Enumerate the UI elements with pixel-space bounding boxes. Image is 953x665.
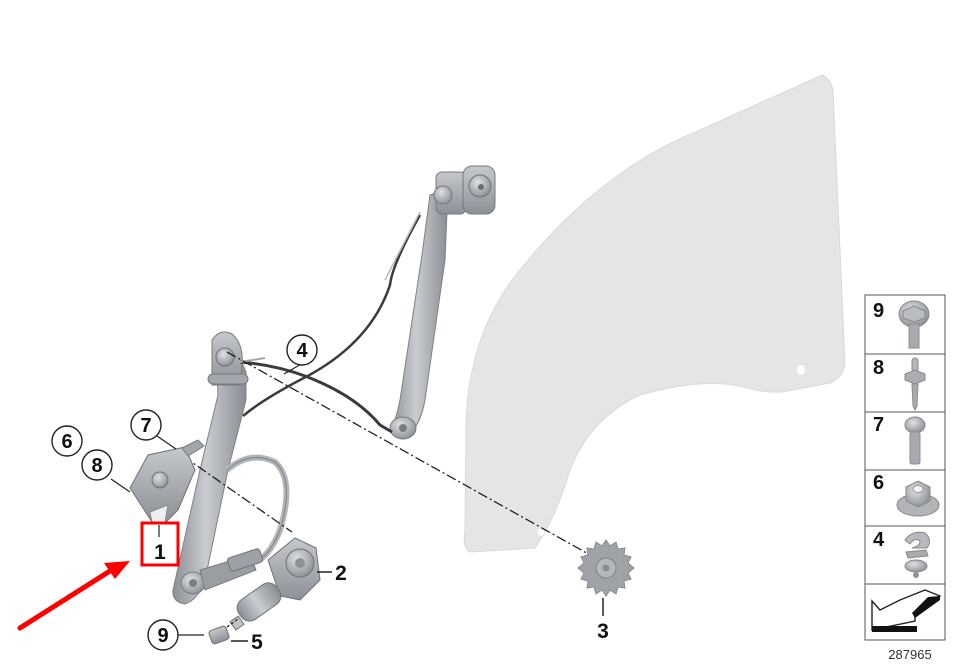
hex-bolt-icon — [898, 300, 930, 349]
clip-icon — [904, 531, 931, 578]
legend-item-8-label: 8 — [873, 357, 884, 379]
front-direction-arrow-icon[interactable] — [871, 589, 942, 632]
motor-axis-line — [182, 455, 293, 533]
legend-item-9-label: 9 — [873, 300, 884, 322]
callout-2[interactable]: 2 — [335, 562, 347, 585]
legend-item-4[interactable]: 4 — [873, 529, 931, 578]
callout-6-label: 6 — [61, 431, 72, 453]
callout-4-label: 4 — [296, 340, 308, 362]
legend-item-7[interactable]: 7 — [873, 414, 926, 465]
glass-hole — [797, 365, 805, 375]
callout-3[interactable]: 3 — [597, 620, 609, 643]
stud-bolt-icon — [904, 357, 926, 412]
assembly-axis-line — [226, 351, 593, 557]
legend-item-4-label: 4 — [873, 529, 885, 551]
cable-b — [239, 360, 393, 434]
legend-item-7-label: 7 — [873, 414, 884, 436]
connector — [208, 625, 230, 645]
red-arrow-icon — [17, 561, 130, 631]
highlight-box — [140, 521, 180, 567]
diagram-id: 287965 — [888, 647, 931, 662]
callout-9[interactable]: 9 — [147, 619, 179, 651]
legend-panel: 9 8 7 6 — [864, 294, 946, 641]
legend-item-8[interactable]: 8 — [873, 357, 926, 412]
callout-6[interactable]: 6 — [51, 425, 83, 457]
callout-8-label: 8 — [91, 455, 102, 477]
callout-7-label: 7 — [140, 415, 151, 437]
upper-left-pulley — [207, 331, 249, 386]
bowden-cable — [225, 454, 290, 565]
callout-7[interactable]: 7 — [130, 409, 162, 441]
lower-right-pulley — [389, 416, 417, 440]
drive-gear — [577, 539, 635, 597]
regulator-bracket — [129, 439, 205, 524]
window-motor — [229, 537, 321, 631]
glass-hole-lower — [537, 528, 545, 536]
callout-5[interactable]: 5 — [251, 631, 263, 654]
callout-1[interactable]: 1 — [154, 541, 166, 564]
callout-8[interactable]: 8 — [81, 449, 113, 481]
callout-9-label: 9 — [157, 625, 168, 647]
legend-item-6[interactable]: 6 — [873, 472, 940, 517]
door-window-glass — [463, 74, 846, 553]
legend-item-9[interactable]: 9 — [873, 300, 930, 349]
cable-a — [242, 214, 422, 417]
callout-4[interactable]: 4 — [286, 334, 318, 366]
upper-pulley-housing — [433, 165, 496, 215]
legend-item-6-label: 6 — [873, 472, 884, 494]
screw-icon — [904, 416, 926, 465]
hex-nut-icon — [896, 480, 940, 517]
regulator-rail-right — [389, 187, 449, 439]
